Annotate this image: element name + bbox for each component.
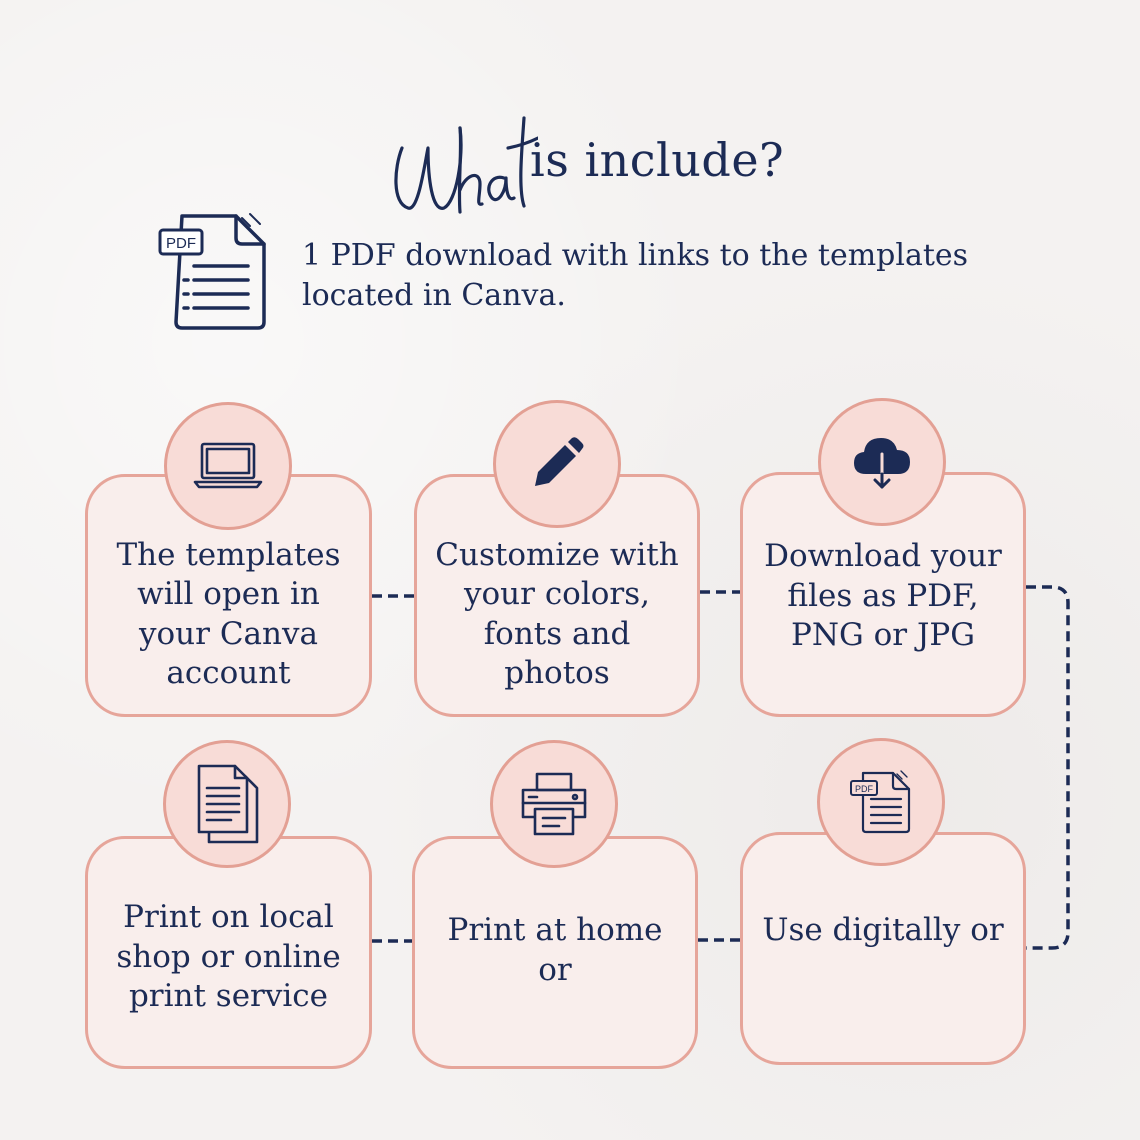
pdf-file-icon: PDF [850,770,911,834]
printer-icon [521,772,587,836]
connector-3-4 [1026,585,1070,950]
step-card-use-digitally: Use digitally or [740,832,1026,1065]
step-card-print-home: Print at home or [412,836,698,1069]
badge-pdf: PDF [817,738,945,866]
documents-icon [197,764,259,844]
pdf-icon-label: PDF [855,784,874,794]
page-title: is include? [530,133,785,187]
step-text: The templates will open in your Canva ac… [116,536,341,692]
pdf-icon-label: PDF [166,235,196,252]
laptop-icon [193,442,263,489]
pencil-icon [535,437,584,486]
step-card-open-templates: The templates will open in your Canva ac… [85,474,372,717]
badge-documents [163,740,291,868]
step-text: Download your files as PDF, PNG or JPG [764,538,1002,653]
badge-pencil [493,400,621,528]
step-text: Print at home or [447,912,663,988]
pdf-file-icon: PDF [158,213,266,330]
step-text: Use digitally or [762,912,1004,948]
badge-laptop [164,402,292,530]
badge-cloud-download [818,398,946,526]
step-text: Customize with your colors, fonts and ph… [435,536,679,692]
cloud-download-icon [854,438,910,489]
step-card-print-shop: Print on local shop or online print serv… [85,836,372,1069]
intro-text: 1 PDF download with links to the templat… [302,238,969,313]
badge-printer [490,740,618,868]
step-text: Print on local shop or online print serv… [116,899,341,1015]
title-script-what [394,116,538,214]
